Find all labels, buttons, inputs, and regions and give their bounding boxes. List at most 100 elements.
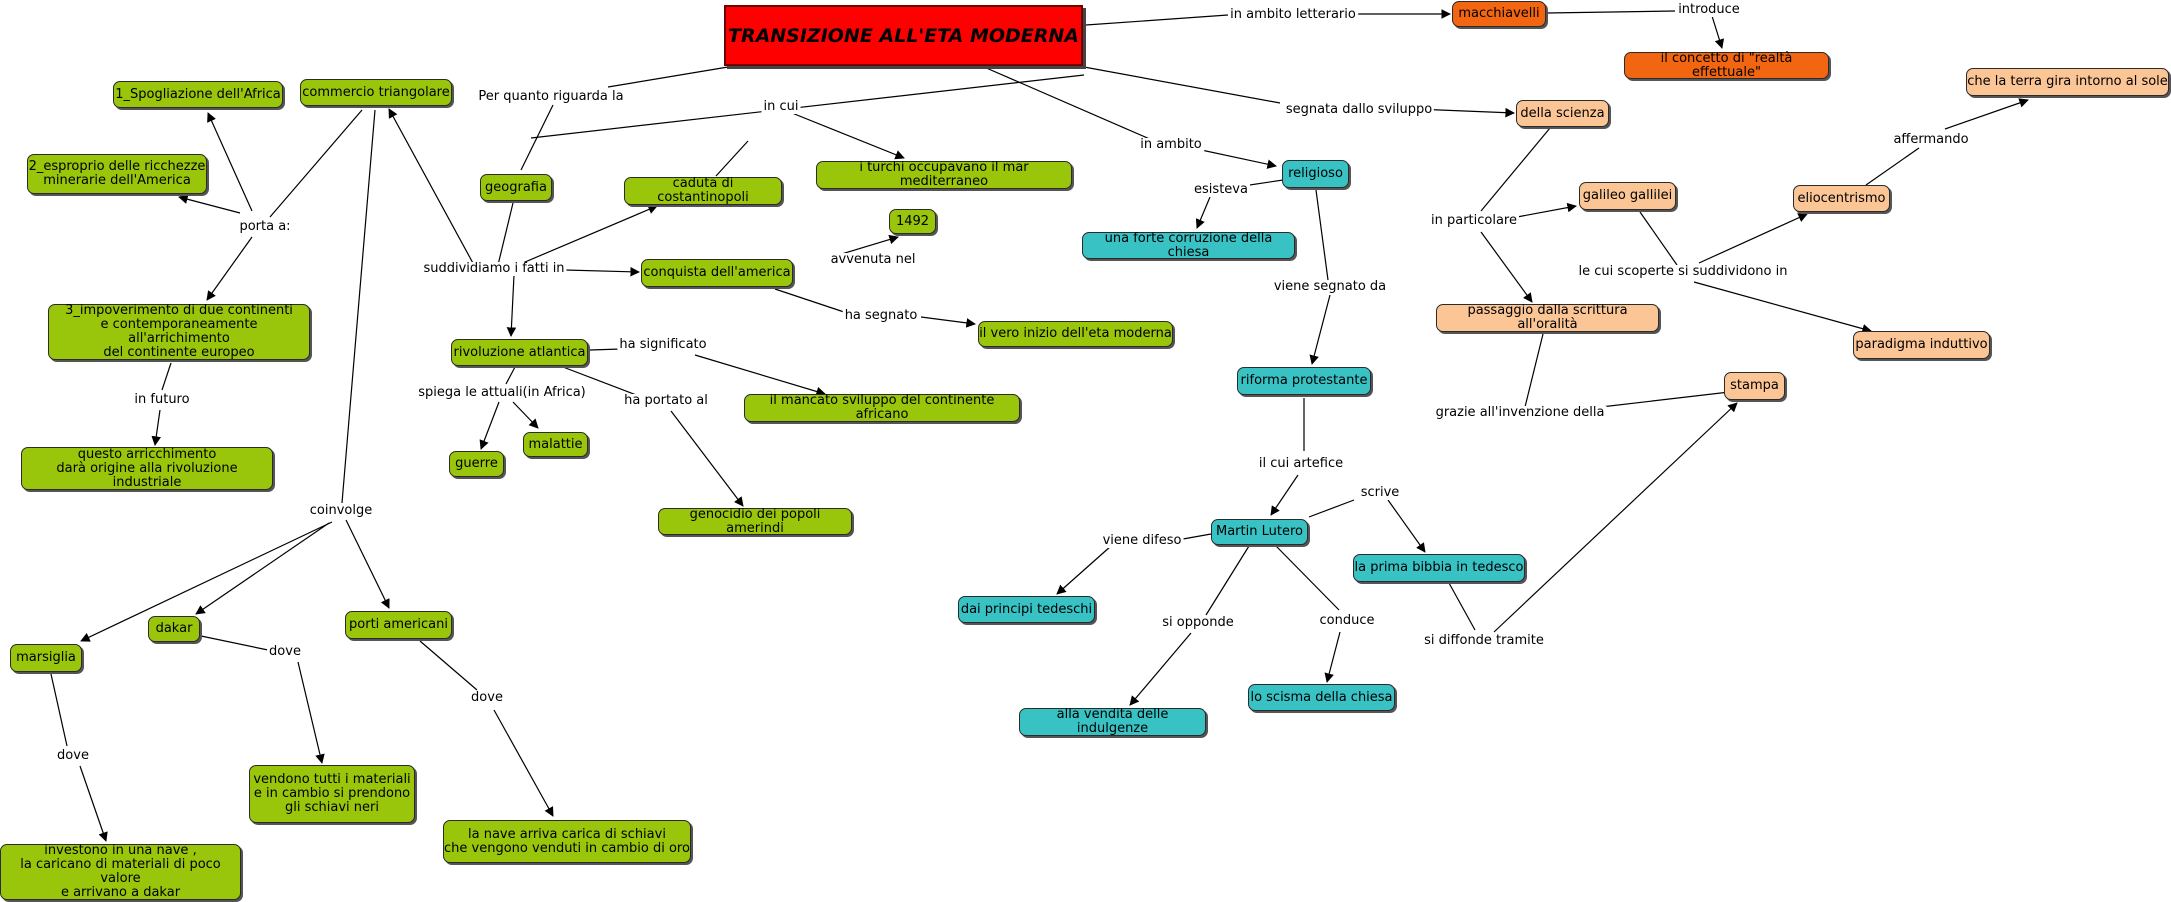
label-particolare: in particolare (1429, 213, 1519, 228)
connector-line (505, 366, 516, 385)
connector-line (200, 635, 269, 651)
connector-line (694, 354, 826, 397)
node-dakar[interactable]: dakar (148, 616, 200, 642)
connector-line (670, 410, 744, 507)
connector-line (195, 522, 330, 615)
node-caduta[interactable]: caduta di costantinopoli (624, 177, 782, 205)
node-mancato[interactable]: il mancato sviluppo del continente afric… (744, 394, 1020, 422)
node-spogliazione[interactable]: 1_Spogliazione dell'Africa (113, 81, 283, 108)
node-realta[interactable]: il concetto di "realtà effettuale" (1624, 51, 1829, 79)
connector-line (1324, 631, 1341, 683)
title-node[interactable]: TRANSIZIONE ALL'ETA MODERNA (724, 5, 1083, 66)
connector-line (1315, 189, 1329, 281)
connector-line (479, 401, 500, 450)
connector-line (1944, 98, 2029, 130)
node-galileo[interactable]: galileo gallilei (1579, 182, 1676, 210)
connector-line (607, 66, 729, 88)
node-turchi[interactable]: i turchi occupavano il mar mediterraneo (816, 161, 1072, 189)
node-eliocentrismo[interactable]: eliocentrismo (1793, 185, 1890, 212)
label-segnatoda: viene segnato da (1271, 279, 1389, 294)
connector-line (834, 234, 899, 257)
label-affermando: affermando (1891, 132, 1971, 147)
connector-line (388, 108, 475, 266)
connector-line (1083, 66, 1281, 104)
node-paradigma[interactable]: paradigma induttivo (1853, 331, 1990, 359)
connector-line (1600, 387, 1739, 408)
connector-line (80, 521, 333, 642)
connector-line (206, 236, 253, 301)
label-portaa: porta a: (237, 219, 293, 234)
connector-line (564, 266, 640, 277)
label-riguarda: Per quanto riguarda la (476, 89, 626, 104)
connector-line (493, 709, 554, 817)
connector-line (1195, 196, 1211, 229)
node-scrittura[interactable]: passaggio dalla scrittura all'oralità (1436, 304, 1659, 332)
label-conduce: conduce (1317, 613, 1377, 628)
connector-line (178, 194, 241, 214)
node-1492[interactable]: 1492 (889, 209, 936, 234)
node-commercio[interactable]: commercio triangolare (300, 79, 452, 106)
node-scienza[interactable]: della scienza (1516, 100, 1609, 127)
connector-line (1191, 147, 1277, 169)
connector-line (1698, 213, 1808, 264)
connector-line (1309, 294, 1331, 365)
node-riforma[interactable]: riforma protestante (1237, 367, 1371, 395)
node-stampa[interactable]: stampa (1724, 372, 1785, 400)
label-dove-dakar: dove (267, 644, 303, 659)
node-principi[interactable]: dai principi tedeschi (958, 596, 1095, 623)
label-grazie: grazie all'invenzione della (1433, 405, 1607, 420)
label-dove-marsiglia: dove (55, 748, 91, 763)
label-ambito: in ambito (1138, 137, 1204, 152)
connector-line (1711, 15, 1725, 49)
node-marsiglia[interactable]: marsiglia (10, 644, 82, 672)
connector-line (1182, 533, 1212, 540)
label-artefice: il cui artefice (1256, 456, 1346, 471)
connector-line (774, 288, 851, 315)
connector-line (1275, 545, 1340, 611)
node-scisma[interactable]: lo scisma della chiesa (1248, 684, 1395, 711)
node-corruzione[interactable]: una forte corruzione della chiesa (1082, 231, 1295, 259)
node-religioso[interactable]: religioso (1282, 160, 1349, 188)
node-inizio[interactable]: il vero inizio dell'eta moderna (978, 321, 1173, 347)
node-terra[interactable]: che la terra gira intorno al sole (1966, 68, 2169, 96)
node-porti[interactable]: porti americani (345, 611, 452, 639)
node-arricchimento[interactable]: questo arricchimento darà origine alla r… (21, 447, 273, 490)
connector-line (983, 66, 1153, 141)
connector-line (297, 661, 325, 764)
connector-line (506, 274, 517, 337)
label-avvenuta: avvenuta nel (828, 252, 918, 267)
node-genocidio[interactable]: genocidio dei popoli amerindi (658, 507, 852, 535)
connector-line (512, 401, 539, 429)
node-nave[interactable]: la nave arriva carica di schiavi che ven… (443, 820, 691, 863)
node-guerre[interactable]: guerre (449, 451, 504, 477)
node-investono[interactable]: investono in una nave , la caricano di m… (0, 844, 241, 900)
node-malattie[interactable]: malattie (523, 432, 588, 457)
connector-line (530, 74, 1085, 139)
node-geografia[interactable]: geografia (480, 174, 552, 201)
node-conquista[interactable]: conquista dell'america (641, 259, 793, 287)
node-bibbia[interactable]: la prima bibbia in tedesco (1353, 554, 1525, 582)
node-rivoluzione[interactable]: rivoluzione atlantica (451, 339, 588, 366)
node-macchiavelli[interactable]: macchiavelli (1452, 1, 1546, 27)
connector-line (517, 204, 658, 266)
label-diffonde: si diffonde tramite (1422, 633, 1546, 648)
label-oppone: si opponde (1160, 615, 1236, 630)
node-impoverimento[interactable]: 3_impoverimento di due continenti e cont… (48, 304, 310, 360)
connector-line (1524, 333, 1544, 408)
connector-line (1480, 231, 1533, 303)
node-indulgenze[interactable]: alla vendita delle indulgenze (1019, 708, 1206, 736)
connector-line (1085, 14, 1229, 26)
label-esisteva: esisteva (1192, 182, 1250, 197)
connector-line (1480, 127, 1551, 212)
connector-line (786, 110, 905, 160)
connector-line (589, 348, 622, 351)
node-lutero[interactable]: Martin Lutero (1211, 519, 1308, 545)
node-esproprio[interactable]: 2_esproprio delle ricchezze minerarie de… (27, 154, 207, 194)
connector-line (1493, 402, 1738, 633)
label-suddividiamo: suddividiamo i fatti in (421, 261, 567, 276)
node-vendono[interactable]: vendono tutti i materiali e in cambio si… (249, 765, 415, 823)
connector-line (1516, 202, 1577, 218)
connector-line (207, 112, 253, 212)
